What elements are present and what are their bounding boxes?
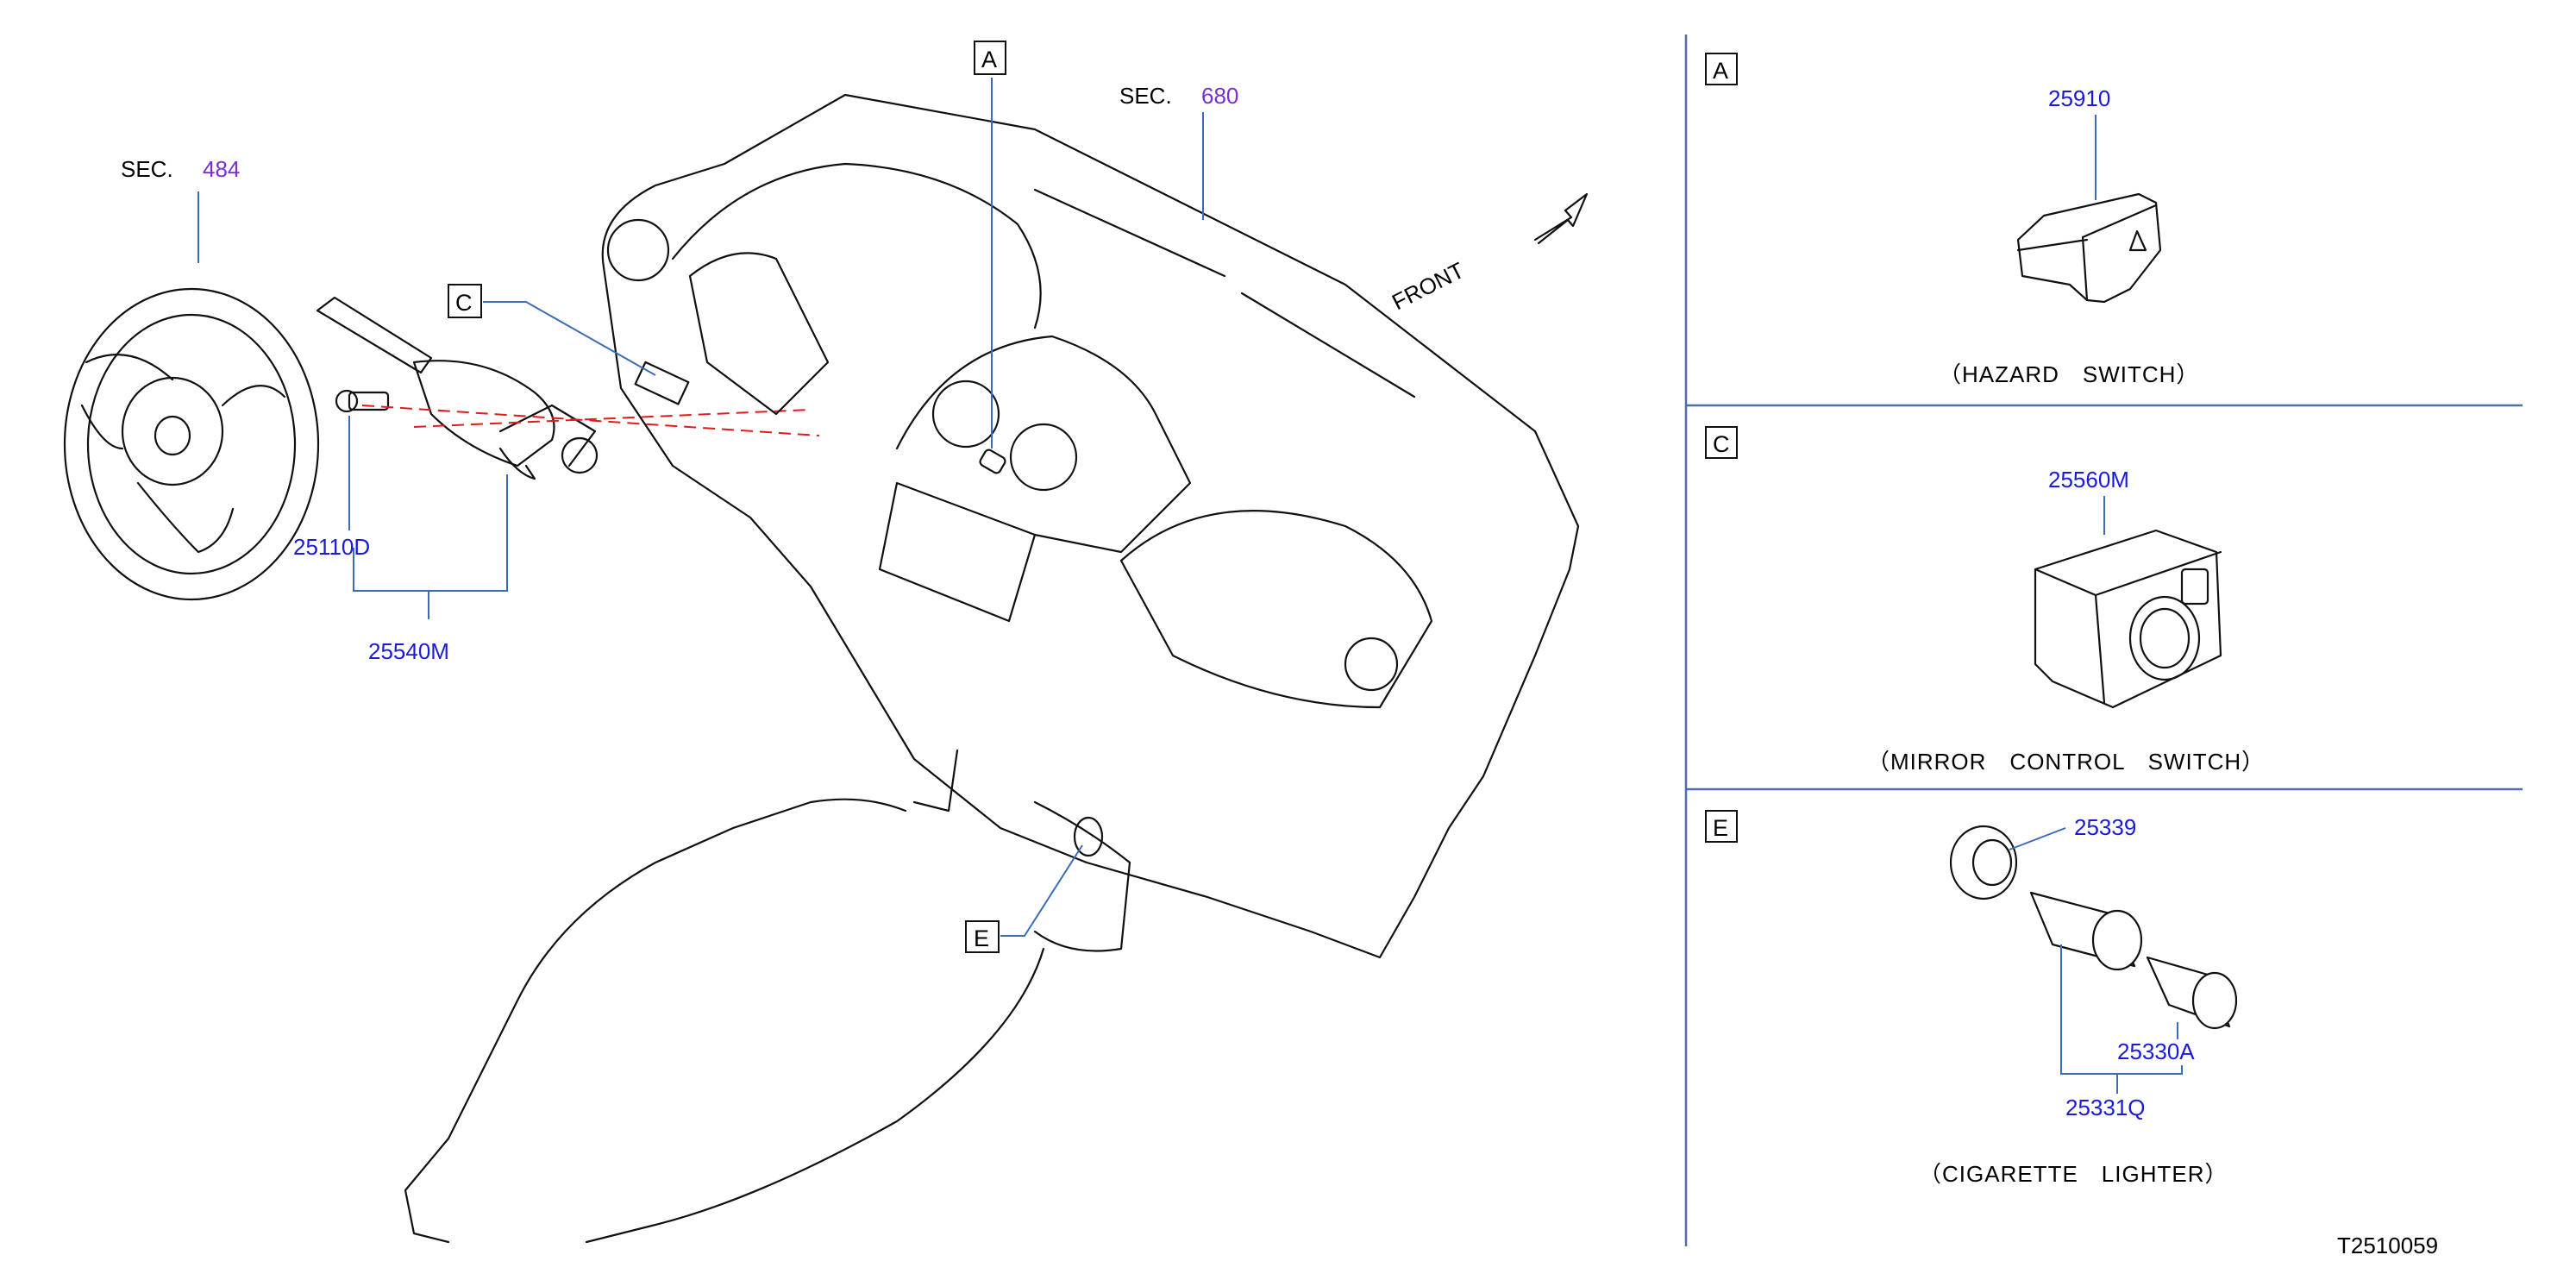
part-number-25331q: 25331Q	[2065, 1095, 2146, 1120]
leader-callout-e	[1000, 844, 1083, 937]
sec-680-number: 680	[1201, 83, 1238, 109]
leader-callout-c	[483, 301, 656, 376]
panel-e-letter: E	[1713, 815, 1728, 841]
front-label: FRONT	[1388, 257, 1469, 315]
callout-c: C	[448, 284, 482, 318]
panel-a-caption: （HAZARD SWITCH）	[1939, 361, 2199, 387]
panel-e: E 25339 25330A 25331Q （CIGARETTE LIGHTER…	[1705, 810, 2238, 1187]
lighter-socket-drawing	[1949, 825, 2238, 1030]
panel-a-letter: A	[1713, 58, 1728, 84]
leader-25540m	[353, 474, 508, 592]
panel-c: C 25560M （MIRROR CONTROL SWITCH）	[1705, 426, 2265, 775]
callout-a: A	[974, 41, 1006, 75]
panel-e-caption: （CIGARETTE LIGHTER）	[1919, 1161, 2228, 1187]
part-number-25540m: 25540M	[368, 638, 449, 664]
callout-e: E	[965, 920, 1000, 953]
part-number-25910: 25910	[2048, 85, 2110, 111]
steering-wheel-drawing	[63, 287, 320, 601]
sec-484-prefix: SEC.	[121, 156, 173, 182]
svg-text:E: E	[974, 925, 989, 951]
sec-484-number: 484	[203, 156, 240, 182]
drawing-number: T2510059	[2337, 1233, 2438, 1258]
sec-680-prefix: SEC.	[1119, 83, 1172, 109]
front-arrow-icon	[1533, 192, 1589, 245]
instrument-panel-drawing	[404, 93, 1580, 1244]
svg-text:A: A	[981, 47, 997, 72]
part-number-25339: 25339	[2074, 814, 2136, 840]
panel-c-caption: （MIRROR CONTROL SWITCH）	[1867, 749, 2265, 775]
combination-switch-drawing	[316, 296, 820, 480]
part-number-25560m: 25560M	[2048, 467, 2129, 493]
hazard-switch-drawing	[2016, 192, 2162, 304]
panel-a: A 25910 （HAZARD SWITCH）	[1705, 53, 2199, 387]
part-number-25330a: 25330A	[2117, 1038, 2195, 1064]
part-number-25110d: 25110D	[293, 534, 370, 560]
panel-c-letter: C	[1713, 431, 1730, 457]
svg-text:C: C	[455, 290, 473, 316]
mirror-switch-drawing	[2034, 529, 2222, 709]
